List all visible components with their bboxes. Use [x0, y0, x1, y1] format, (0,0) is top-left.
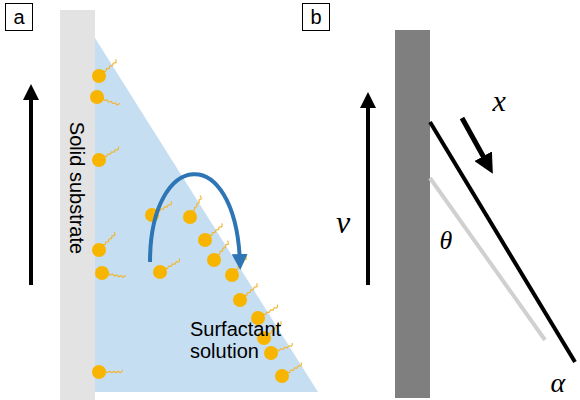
- velocity-arrow: [366, 100, 370, 285]
- surfactant-tail: [276, 343, 293, 351]
- surfactant-tail: [103, 97, 120, 105]
- flow-arrow: [150, 174, 240, 262]
- surfactant-tail: [191, 196, 201, 211]
- surfactant-head: [198, 233, 212, 247]
- panel-letter: b: [310, 7, 321, 27]
- coordinate-symbol: x: [493, 84, 506, 117]
- coordinate-arrow: [462, 118, 488, 165]
- panel-label-box: a: [5, 3, 33, 31]
- velocity-symbol: v: [336, 205, 350, 240]
- solution-wedge: [95, 38, 318, 392]
- surfactant-head: [90, 90, 104, 104]
- angle-symbol: θ: [440, 227, 453, 256]
- surfactant-tail: [243, 283, 257, 295]
- surfactant-tail: [103, 146, 118, 156]
- surfactant-tail: [216, 241, 228, 255]
- surfactant-head: [92, 153, 106, 167]
- surfactant-tail: [105, 370, 123, 373]
- surfactant-tail: [102, 59, 116, 71]
- surfactant-head: [207, 253, 221, 267]
- surfactant-tail: [164, 258, 179, 268]
- substrate-label: Solid substrate: [66, 122, 88, 254]
- surfactant-tail: [108, 272, 125, 277]
- surfactant-head: [92, 69, 106, 83]
- interface-line: [430, 122, 575, 362]
- surfactant-head: [225, 268, 239, 282]
- surfactant-head: [275, 369, 289, 383]
- solution-label: Surfactant solution: [190, 318, 310, 362]
- panel-letter: a: [13, 7, 24, 27]
- substrate-bar: [395, 30, 430, 398]
- surfactant-head: [264, 346, 278, 360]
- surfactant-tail: [208, 223, 222, 235]
- angle-symbol: α: [551, 368, 566, 399]
- reference-line: [430, 178, 545, 340]
- surfactant-head: [183, 210, 197, 224]
- substrate-bar: [60, 10, 95, 400]
- panel-label-box: b: [302, 3, 330, 31]
- surfactant-tail: [102, 232, 115, 245]
- surfactant-tail: [286, 362, 301, 372]
- surfactant-head: [233, 293, 247, 307]
- surfactant-head: [92, 365, 106, 379]
- surfactant-head: [95, 266, 109, 280]
- surfactant-head: [92, 243, 106, 257]
- surfactant-tail: [262, 304, 277, 314]
- motion-arrow: [29, 92, 33, 285]
- surfactant-head: [153, 265, 167, 279]
